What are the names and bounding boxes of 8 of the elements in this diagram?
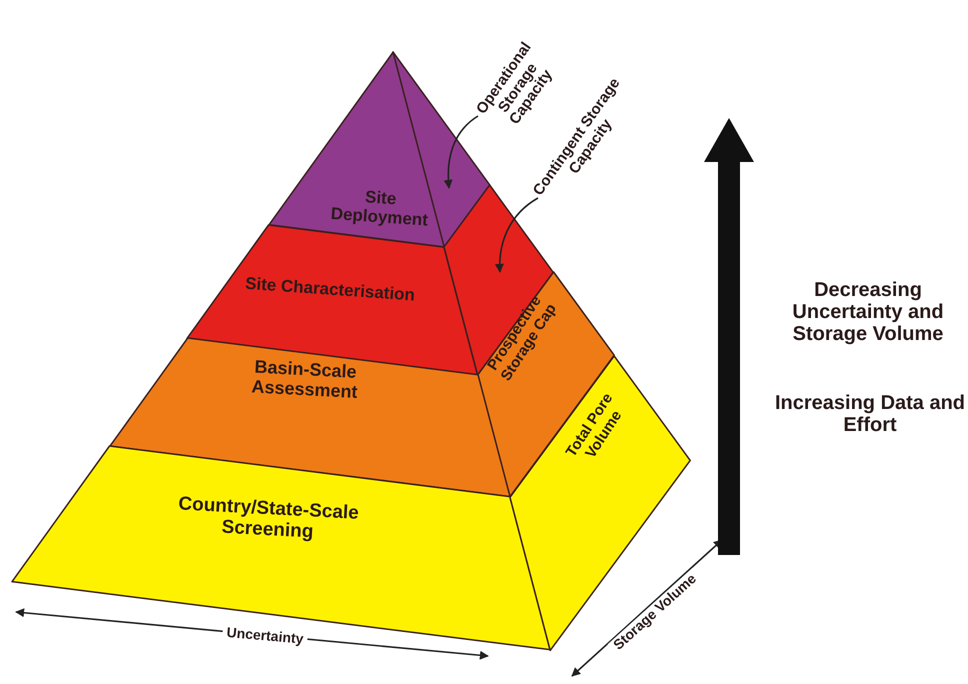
note-text: Decreasing Uncertainty and Storage Volume bbox=[791, 279, 945, 345]
note-text: Increasing Data and Effort bbox=[774, 392, 966, 436]
face-label: Basin-Scale Assessment bbox=[250, 356, 359, 404]
face-label: Site Deployment bbox=[329, 186, 430, 232]
leader-line bbox=[444, 115, 478, 189]
face-label: Country/State-Scale Screening bbox=[176, 492, 360, 544]
face-label: Site Characterisation bbox=[244, 274, 417, 306]
leader-line bbox=[495, 197, 538, 273]
